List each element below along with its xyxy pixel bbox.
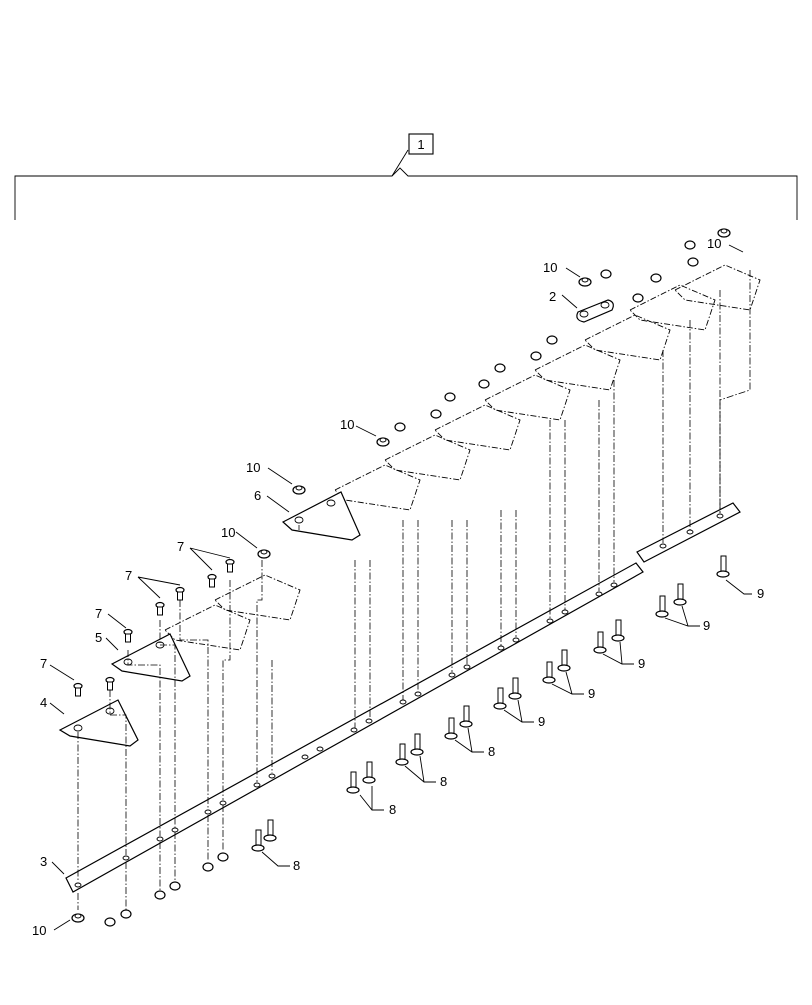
phantom-guards [164, 264, 761, 651]
callout-7: 7 [125, 568, 132, 583]
guard-plate-6 [281, 491, 361, 541]
bolt [716, 555, 730, 578]
callout-labels: 10 10 2 10 10 6 10 7 7 7 5 7 4 3 10 8 8 … [32, 236, 764, 938]
callout-7: 7 [177, 539, 184, 554]
item-number-box: 1 [417, 137, 424, 152]
bolt [395, 733, 424, 766]
cutter-bar-holes [74, 582, 618, 888]
bolt [655, 583, 687, 618]
callout-10: 10 [32, 923, 46, 938]
callout-9: 9 [538, 714, 545, 729]
bolt [593, 619, 625, 654]
lock-nuts [71, 228, 731, 927]
callout-8: 8 [293, 858, 300, 873]
callout-9: 9 [638, 656, 645, 671]
callout-9: 9 [703, 618, 710, 633]
callout-2: 2 [549, 289, 556, 304]
callout-8: 8 [440, 774, 447, 789]
callout-7: 7 [40, 656, 47, 671]
callout-8: 8 [488, 744, 495, 759]
callout-5: 5 [95, 630, 102, 645]
callout-7: 7 [95, 606, 102, 621]
callout-9: 9 [757, 586, 764, 601]
center-lines [77, 270, 751, 910]
guard-plate-5 [110, 633, 191, 682]
bolt [346, 761, 376, 794]
callout-9: 9 [588, 686, 595, 701]
assembly-bracket: 1 [14, 133, 798, 220]
callout-6: 6 [254, 488, 261, 503]
bolt [493, 677, 522, 710]
callout-10: 10 [543, 260, 557, 275]
bracket-2 [576, 299, 614, 323]
callout-4: 4 [40, 695, 47, 710]
callout-10: 10 [246, 460, 260, 475]
bolt [251, 819, 277, 852]
callout-3: 3 [40, 854, 47, 869]
callout-10: 10 [707, 236, 721, 251]
bolt [444, 705, 473, 740]
callout-8: 8 [389, 802, 396, 817]
callout-10: 10 [340, 417, 354, 432]
screws [73, 558, 235, 697]
callout-10: 10 [221, 525, 235, 540]
bolt [542, 649, 571, 684]
leader-lines [49, 244, 752, 931]
carriage-bolts [251, 555, 730, 852]
cutter-bar-main [65, 562, 644, 893]
cutter-bar-short [636, 502, 741, 563]
